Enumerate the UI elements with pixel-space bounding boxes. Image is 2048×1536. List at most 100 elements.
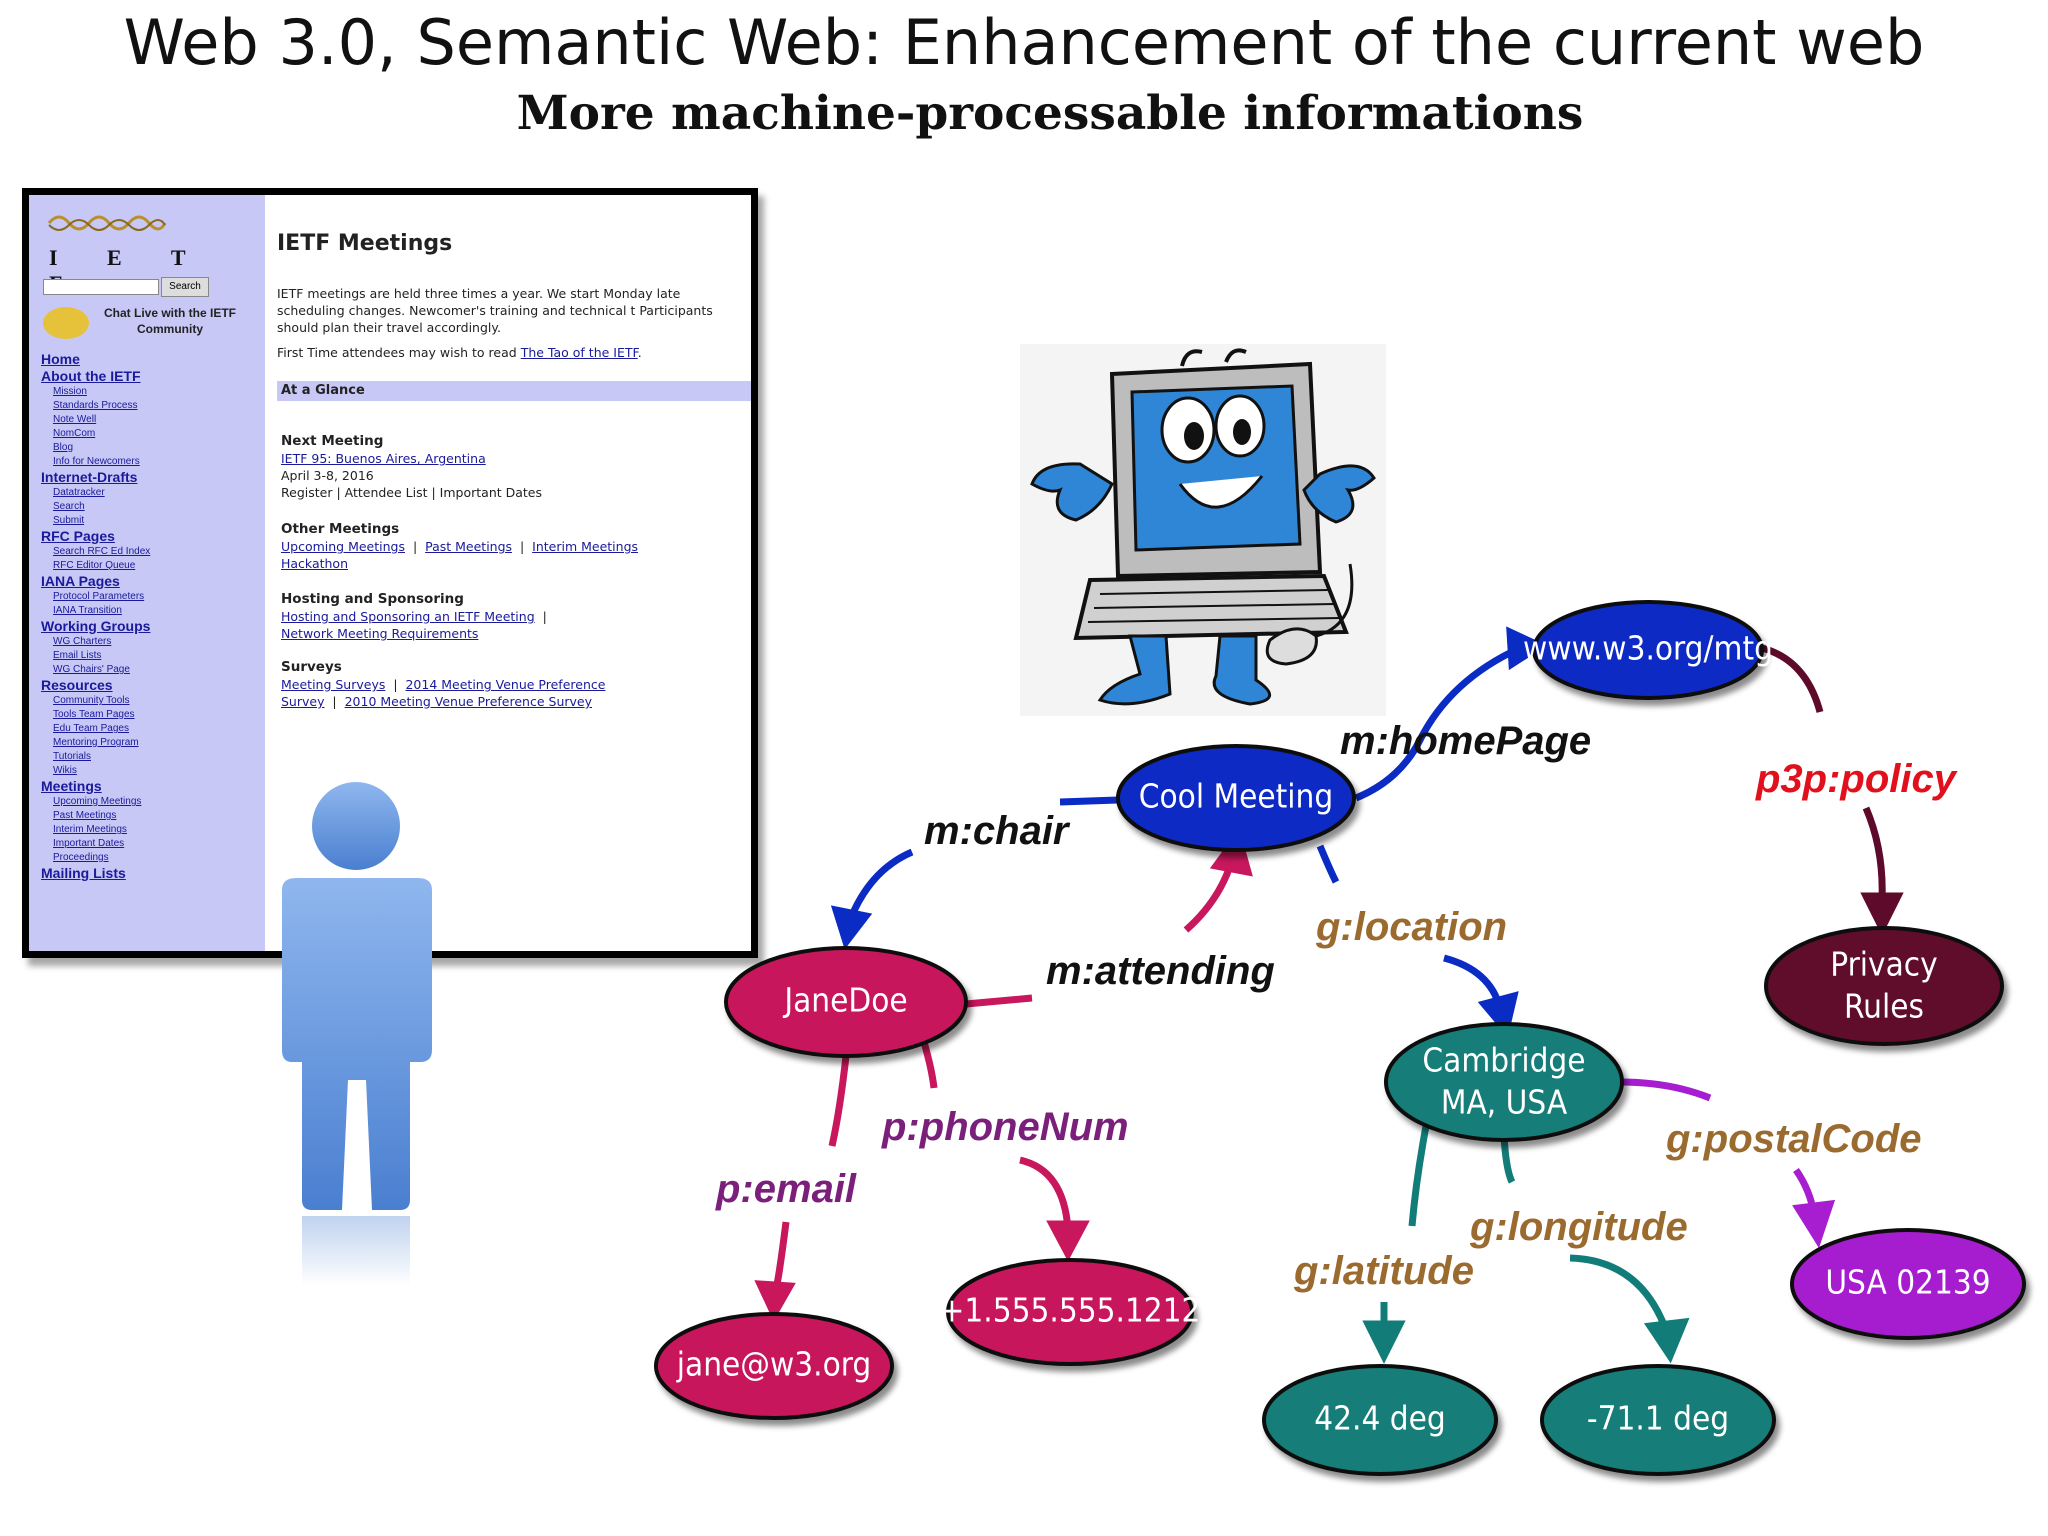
- ietf-nav-link[interactable]: WG Charters: [53, 636, 112, 647]
- ietf-nav-section[interactable]: Meetings: [41, 778, 102, 794]
- ietf-nav-section[interactable]: Resources: [41, 677, 113, 693]
- node-postal: [1790, 1228, 2026, 1340]
- ietf-nav-link[interactable]: Info for Newcomers: [53, 456, 140, 467]
- surveys-title: Surveys: [281, 659, 342, 675]
- venue-2010-link[interactable]: 2010 Meeting Venue Preference Survey: [344, 694, 592, 709]
- ietf-nav-link[interactable]: Interim Meetings: [53, 824, 127, 835]
- ietf-nav-link[interactable]: Blog: [53, 442, 74, 453]
- ietf-nav-link[interactable]: Mentoring Program: [53, 737, 139, 748]
- computer-mascot-icon: [1020, 344, 1386, 716]
- edge-policy-lower: [1862, 806, 1886, 901]
- ietf-logo-wave-icon: [47, 215, 167, 231]
- hackathon-link[interactable]: Hackathon: [281, 556, 349, 571]
- ietf-nav-link[interactable]: Standards Process: [53, 400, 138, 411]
- edge-label-postalcode: g:postalCode: [1665, 1117, 1922, 1161]
- node-cambridge: [1384, 1022, 1624, 1142]
- next-meeting-title: Next Meeting: [281, 433, 384, 449]
- node-privacy-label-2: Rules: [1844, 987, 1924, 1026]
- ietf-nav-section[interactable]: Working Groups: [41, 618, 151, 634]
- edge-postalcode-arrowhead: [1792, 1199, 1836, 1249]
- edge-phonenum-lower: [1019, 1156, 1072, 1231]
- ietf-nav-link[interactable]: Proceedings: [53, 852, 109, 863]
- node-privacy-label-1: Privacy: [1830, 945, 1937, 984]
- ietf-nav-link[interactable]: Protocol Parameters: [53, 591, 145, 602]
- ietf-nav-section[interactable]: Home: [41, 351, 80, 367]
- other-meetings-title: Other Meetings: [281, 521, 400, 537]
- hosting-link[interactable]: Hosting and Sponsoring an IETF Meeting: [281, 609, 535, 624]
- past-meetings-link[interactable]: Past Meetings: [425, 539, 513, 554]
- edge-phonenum: [920, 1041, 938, 1089]
- ietf-nav-link[interactable]: Edu Team Pages: [53, 723, 129, 734]
- other-meetings-block: Other Meetings Upcoming Meetings | Past …: [281, 521, 751, 572]
- node-janedoe-label: JaneDoe: [782, 981, 907, 1020]
- ietf-nav-section[interactable]: About the IETF: [41, 368, 141, 384]
- interim-meetings-link[interactable]: Interim Meetings: [532, 539, 639, 554]
- ietf-nav-link[interactable]: Datatracker: [53, 487, 105, 498]
- ietf-nav-link[interactable]: IANA Transition: [53, 605, 122, 616]
- next-meeting-date: April 3-8, 2016: [281, 468, 374, 483]
- ietf-nav-link[interactable]: NomCom: [53, 428, 96, 439]
- next-meeting-block: Next Meeting IETF 95: Buenos Aires, Arge…: [281, 433, 751, 501]
- first-time-text: First Time attendees may wish to read: [277, 345, 517, 360]
- edge-postalcode: [1619, 1078, 1712, 1102]
- ietf-search-input[interactable]: [43, 279, 159, 295]
- ietf-nav-section[interactable]: IANA Pages: [41, 573, 120, 589]
- edge-longitude-arrowhead: [1643, 1317, 1690, 1364]
- ietf-logo: I E T F: [49, 245, 208, 296]
- node-privacy-rules: [1764, 926, 2004, 1046]
- ietf-nav-link[interactable]: Wikis: [53, 765, 77, 776]
- at-a-glance-bar: At a Glance: [277, 381, 751, 401]
- ietf-nav-link[interactable]: Upcoming Meetings: [53, 796, 142, 807]
- ietf-nav-section[interactable]: RFC Pages: [41, 528, 115, 544]
- ietf-nav-link[interactable]: RFC Editor Queue: [53, 560, 136, 571]
- edge-policy-arrowhead: [1860, 892, 1904, 936]
- edge-chair-lower: [846, 848, 914, 922]
- ietf-search-button[interactable]: Search: [161, 277, 209, 297]
- survey-link[interactable]: Survey: [281, 694, 325, 709]
- node-w3-org-mtg-label: www.w3.org/mtg: [1523, 629, 1773, 668]
- hosting-block: Hosting and Sponsoring Hosting and Spons…: [281, 591, 751, 642]
- ietf-chat-link[interactable]: Chat Live with the IETF Community: [103, 306, 236, 336]
- next-meeting-links[interactable]: Register | Attendee List | Important Dat…: [281, 485, 542, 500]
- ietf-nav-link[interactable]: Past Meetings: [53, 810, 117, 821]
- node-cool-meeting: [1116, 744, 1356, 852]
- next-meeting-link[interactable]: IETF 95: Buenos Aires, Argentina: [281, 451, 486, 466]
- edge-phonenum-arrowhead: [1046, 1220, 1090, 1262]
- chat-bubble-icon[interactable]: [43, 307, 89, 339]
- ietf-nav-link[interactable]: Important Dates: [53, 838, 125, 849]
- ietf-first-time: First Time attendees may wish to read Th…: [277, 345, 642, 360]
- edge-latitude-arrowhead: [1362, 1320, 1406, 1364]
- ietf-nav-link[interactable]: Tools Team Pages: [53, 709, 135, 720]
- edge-location-arrowhead: [1477, 991, 1519, 1038]
- ietf-sidebar: I E T F Search Chat Live with the IETF C…: [29, 195, 265, 951]
- person-figure-icon: [282, 782, 432, 1286]
- node-cool-meeting-label: Cool Meeting: [1139, 777, 1333, 816]
- ietf-nav-link[interactable]: Tutorials: [53, 751, 91, 762]
- ietf-nav-link[interactable]: Submit: [53, 515, 85, 526]
- ietf-nav-section[interactable]: Internet-Drafts: [41, 469, 138, 485]
- ietf-nav-link[interactable]: Email Lists: [53, 650, 102, 661]
- ietf-nav-link[interactable]: Community Tools: [53, 695, 130, 706]
- network-requirements-link[interactable]: Network Meeting Requirements: [281, 626, 479, 641]
- ietf-nav-link[interactable]: WG Chairs' Page: [53, 664, 130, 675]
- tao-link[interactable]: The Tao of the IETF: [520, 345, 638, 360]
- node-latitude: [1262, 1364, 1498, 1476]
- edge-email: [828, 1055, 850, 1147]
- edge-longitude-lower: [1569, 1254, 1670, 1332]
- venue-2014-link[interactable]: 2014 Meeting Venue Preference: [405, 677, 606, 692]
- ietf-nav-link[interactable]: Search: [53, 501, 85, 512]
- ietf-nav-link[interactable]: Mission: [53, 386, 87, 397]
- edge-location: [1316, 844, 1340, 884]
- meeting-surveys-link[interactable]: Meeting Surveys: [281, 677, 386, 692]
- node-email: [654, 1312, 894, 1420]
- ietf-nav-link[interactable]: Search RFC Ed Index: [53, 546, 151, 557]
- edge-email-arrowhead: [754, 1280, 796, 1322]
- node-longitude: [1540, 1364, 1776, 1476]
- edge-label-chair: m:chair: [924, 809, 1071, 853]
- ietf-nav-section[interactable]: Mailing Lists: [41, 865, 126, 881]
- upcoming-meetings-link[interactable]: Upcoming Meetings: [281, 539, 405, 554]
- edge-longitude: [1500, 1135, 1516, 1184]
- ietf-nav-link[interactable]: Note Well: [53, 414, 97, 425]
- edge-label-attending: m:attending: [1046, 949, 1275, 993]
